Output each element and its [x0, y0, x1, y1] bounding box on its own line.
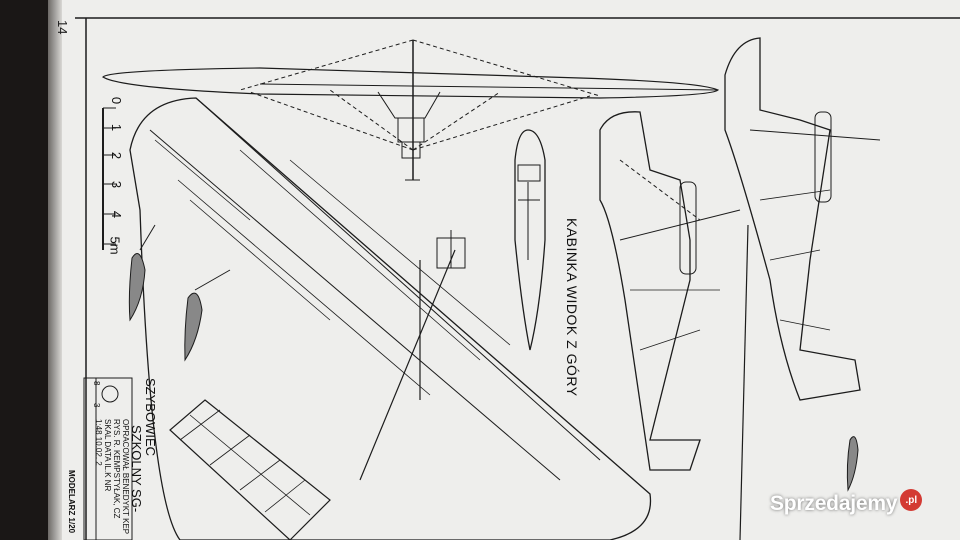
airfoil-section-right [846, 436, 859, 492]
scale-bar [102, 107, 116, 250]
scale-tick-0: 0 [109, 96, 125, 105]
drawing-sheet [48, 0, 960, 540]
watermark-badge: .pl [900, 489, 923, 511]
sheet-shadow-edge [48, 0, 62, 540]
title-line-2: SZKOLNY SG- [129, 425, 144, 513]
title-line-1: SZYBOWIEC [143, 378, 158, 457]
magazine-footer: MODELARZ 1/20 [67, 470, 76, 534]
logo-digit-2: 3 [92, 403, 101, 408]
scale-tick-5: 5m [107, 236, 123, 255]
scale-tick-2: 2 [109, 151, 125, 160]
tail-boom [739, 224, 749, 540]
logo-digit-1: 8 [92, 381, 101, 386]
side-view-one [599, 111, 741, 471]
page-number: 14 [55, 20, 70, 35]
title-line-4: RYS. R. KEMPSTYŁAK, CZ [112, 419, 121, 519]
plan-view-wing [129, 97, 652, 540]
scale-tick-3: 3 [109, 180, 125, 189]
side-view-two [724, 37, 881, 401]
front-view-glider [102, 39, 720, 181]
plan-view-tail [169, 399, 331, 540]
title-block-frame [83, 377, 133, 540]
scale-tick-1: 1 [109, 123, 125, 132]
watermark: Sprzedajemy .pl [770, 487, 923, 521]
cabin-view-label: KABINKA WIDOK Z GÓRY [564, 218, 580, 397]
scale-tick-4: 4 [109, 210, 125, 219]
title-line-3: OPRACOWAŁ BENEDYKT KEP [121, 419, 130, 535]
watermark-text: Sprzedajemy [770, 492, 898, 515]
cabin-top-view [514, 129, 546, 351]
title-line-5: SKAL DATA IL.K NR [103, 419, 112, 492]
airfoil-sections [128, 224, 231, 362]
title-line-6: 1:48 10.02. 2 [94, 419, 103, 466]
